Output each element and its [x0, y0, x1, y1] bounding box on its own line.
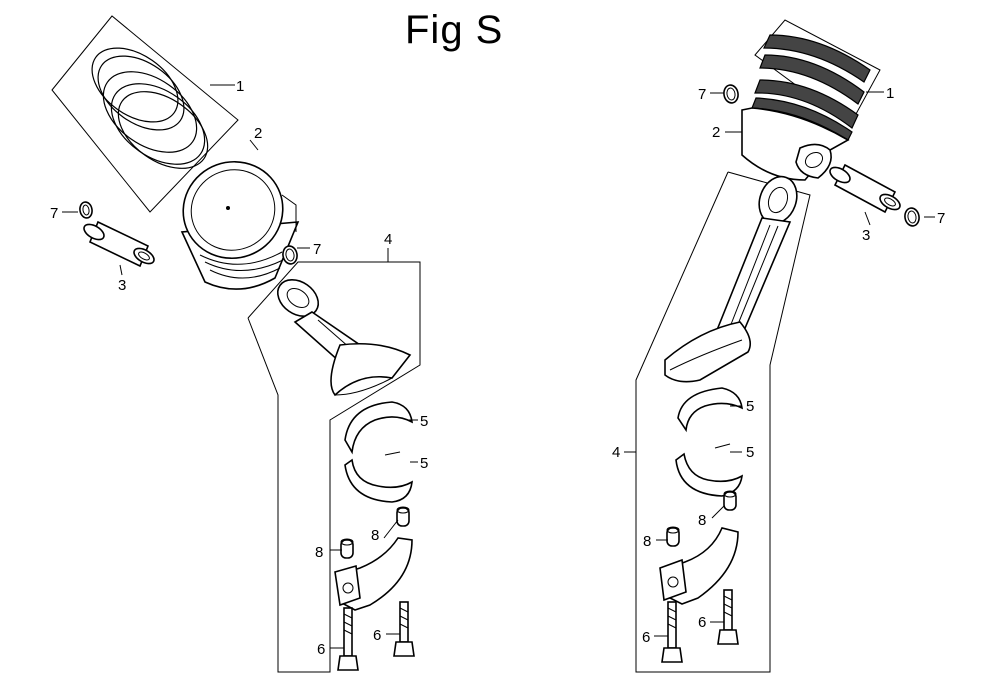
left-circlip-a: [79, 201, 93, 219]
left-callout-5a: 5: [420, 413, 428, 430]
right-rod-group-frame: [635, 171, 811, 673]
right-piston: [741, 107, 850, 181]
right-callout-5a: 5: [746, 398, 754, 415]
left-view: 1 2 3 4 5 5 6 6 7 7 8 8: [50, 15, 428, 673]
left-bolt-a: [337, 607, 359, 671]
left-piston-pin: [83, 220, 155, 268]
left-circlip-b: [282, 245, 298, 265]
left-callout-6b: 6: [373, 627, 381, 644]
left-callout-3: 3: [118, 277, 126, 294]
right-view: 1 2 3 4 5 5 6 6 7 7 8 8: [612, 19, 945, 673]
left-bolt-b: [393, 601, 415, 657]
left-piston-rings: [91, 47, 209, 169]
left-callout-5b: 5: [420, 455, 428, 472]
right-callout-4: 4: [612, 444, 620, 461]
right-callout-8b: 8: [698, 512, 706, 529]
left-callout-6a: 6: [317, 641, 325, 658]
right-leader-lines: [624, 91, 935, 637]
left-callout-7a: 7: [50, 205, 58, 222]
right-bolt-b: [717, 589, 739, 645]
right-connecting-rod: [664, 175, 798, 383]
right-piston-rings: [751, 34, 871, 141]
right-circlip-b: [904, 207, 920, 227]
right-callout-1: 1: [886, 85, 894, 102]
right-dowel-b: [723, 490, 737, 511]
left-piston: [180, 160, 300, 290]
left-callout-4: 4: [384, 231, 392, 248]
left-rod-cap: [334, 537, 413, 611]
right-bearing-lower: [675, 443, 743, 497]
left-rod-group-frame: [247, 261, 421, 673]
left-bearing-lower: [344, 451, 413, 503]
left-dowel-a: [340, 538, 354, 559]
left-leader-lines: [62, 84, 418, 649]
right-callout-5b: 5: [746, 444, 754, 461]
left-callout-1: 1: [236, 78, 244, 95]
right-callout-7b: 7: [937, 210, 945, 227]
right-callout-3: 3: [862, 227, 870, 244]
left-bearing-upper: [344, 401, 413, 455]
figure-title: Fig S: [405, 8, 504, 52]
right-callout-7a: 7: [698, 86, 706, 103]
left-callout-7b: 7: [313, 241, 321, 258]
left-dowel-b: [396, 506, 410, 527]
left-callout-2: 2: [254, 125, 262, 142]
left-connecting-rod: [276, 279, 412, 397]
right-bolt-a: [661, 601, 683, 663]
left-callout-8b: 8: [371, 527, 379, 544]
right-rod-cap: [659, 527, 739, 605]
right-circlip-a: [723, 84, 739, 104]
left-callout-8a: 8: [315, 544, 323, 561]
right-bearing-upper: [677, 387, 743, 433]
left-ring-set-frame: [51, 15, 239, 213]
right-piston-pin: [829, 163, 901, 214]
right-callout-2: 2: [712, 124, 720, 141]
right-callout-8a: 8: [643, 533, 651, 550]
right-callout-6a: 6: [642, 629, 650, 646]
right-dowel-a: [666, 526, 680, 547]
right-callout-6b: 6: [698, 614, 706, 631]
